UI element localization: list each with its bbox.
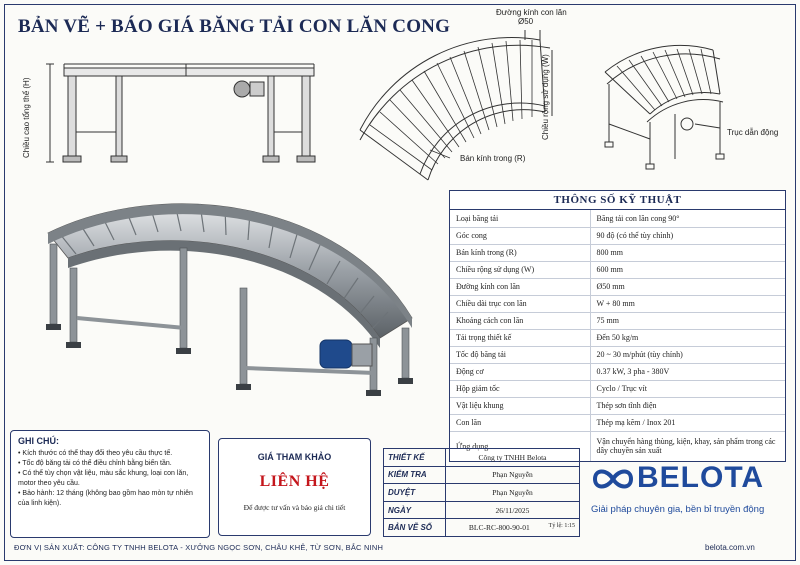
inner-radius-label: Bán kính trong (R)	[460, 154, 526, 163]
drive-shaft-label: Trục dẫn động	[727, 128, 779, 137]
spec-table-title: THÔNG SỐ KỸ THUẬT	[450, 191, 785, 210]
brand-tagline: Giải pháp chuyên gia, bền bỉ truyền động	[591, 504, 765, 515]
table-row: Bán kính trong (R)800 mm	[450, 244, 785, 262]
conveyor-3d-render	[46, 203, 413, 396]
list-item: Bảo hành: 12 tháng (không bao gồm hao mò…	[18, 489, 202, 509]
price-note: Để được tư vấn và báo giá chi tiết	[243, 503, 346, 512]
table-row: Chiều rộng sử dụng (W)600 mm	[450, 261, 785, 279]
scale-value: Tỷ lệ: 1:15	[548, 523, 575, 530]
total-height-label: Chiều cao tổng thể (H)	[22, 77, 31, 159]
list-item: Tốc độ băng tải có thể điều chỉnh bằng b…	[18, 459, 202, 469]
roller-diameter-value: Ø50	[518, 17, 534, 26]
footer-website[interactable]: belota.com.vn	[705, 543, 755, 552]
brand-name: BELOTA	[637, 461, 765, 494]
iso-view-drawing	[604, 44, 725, 170]
price-box: GIÁ THAM KHẢO LIÊN HỆ Để được tư vấn và …	[218, 438, 371, 536]
page-title: BẢN VẼ + BÁO GIÁ BĂNG TẢI CON LĂN CONG	[18, 16, 451, 37]
infinity-logo-icon	[592, 469, 634, 489]
notes-box: GHI CHÚ: Kích thước có thể thay đổi theo…	[10, 430, 210, 538]
price-value: LIÊN HỆ	[259, 473, 330, 490]
list-item: Kích thước có thể thay đổi theo yêu cầu …	[18, 449, 202, 459]
brand-logo: BELOTA Giải pháp chuyên gia, bền bỉ truy…	[587, 448, 786, 536]
drawing-number: BLC-RC-800-90-01	[468, 523, 530, 533]
footer-manufacturer: ĐƠN VỊ SẢN XUẤT: CÔNG TY TNHH BELOTA - X…	[14, 543, 384, 552]
notes-title: GHI CHÚ:	[18, 436, 59, 446]
list-item: Có thể tùy chọn vật liệu, màu sắc khung,…	[18, 469, 202, 489]
side-view-drawing	[46, 63, 316, 163]
roller-diameter-label: Đường kính con lăn	[496, 8, 567, 17]
top-view-drawing	[359, 30, 553, 181]
drawing-sheet-border	[4, 4, 796, 561]
usable-width-label: Chiều rộng sử dụng (W)	[541, 54, 550, 140]
price-label: GIÁ THAM KHẢO	[257, 452, 332, 462]
